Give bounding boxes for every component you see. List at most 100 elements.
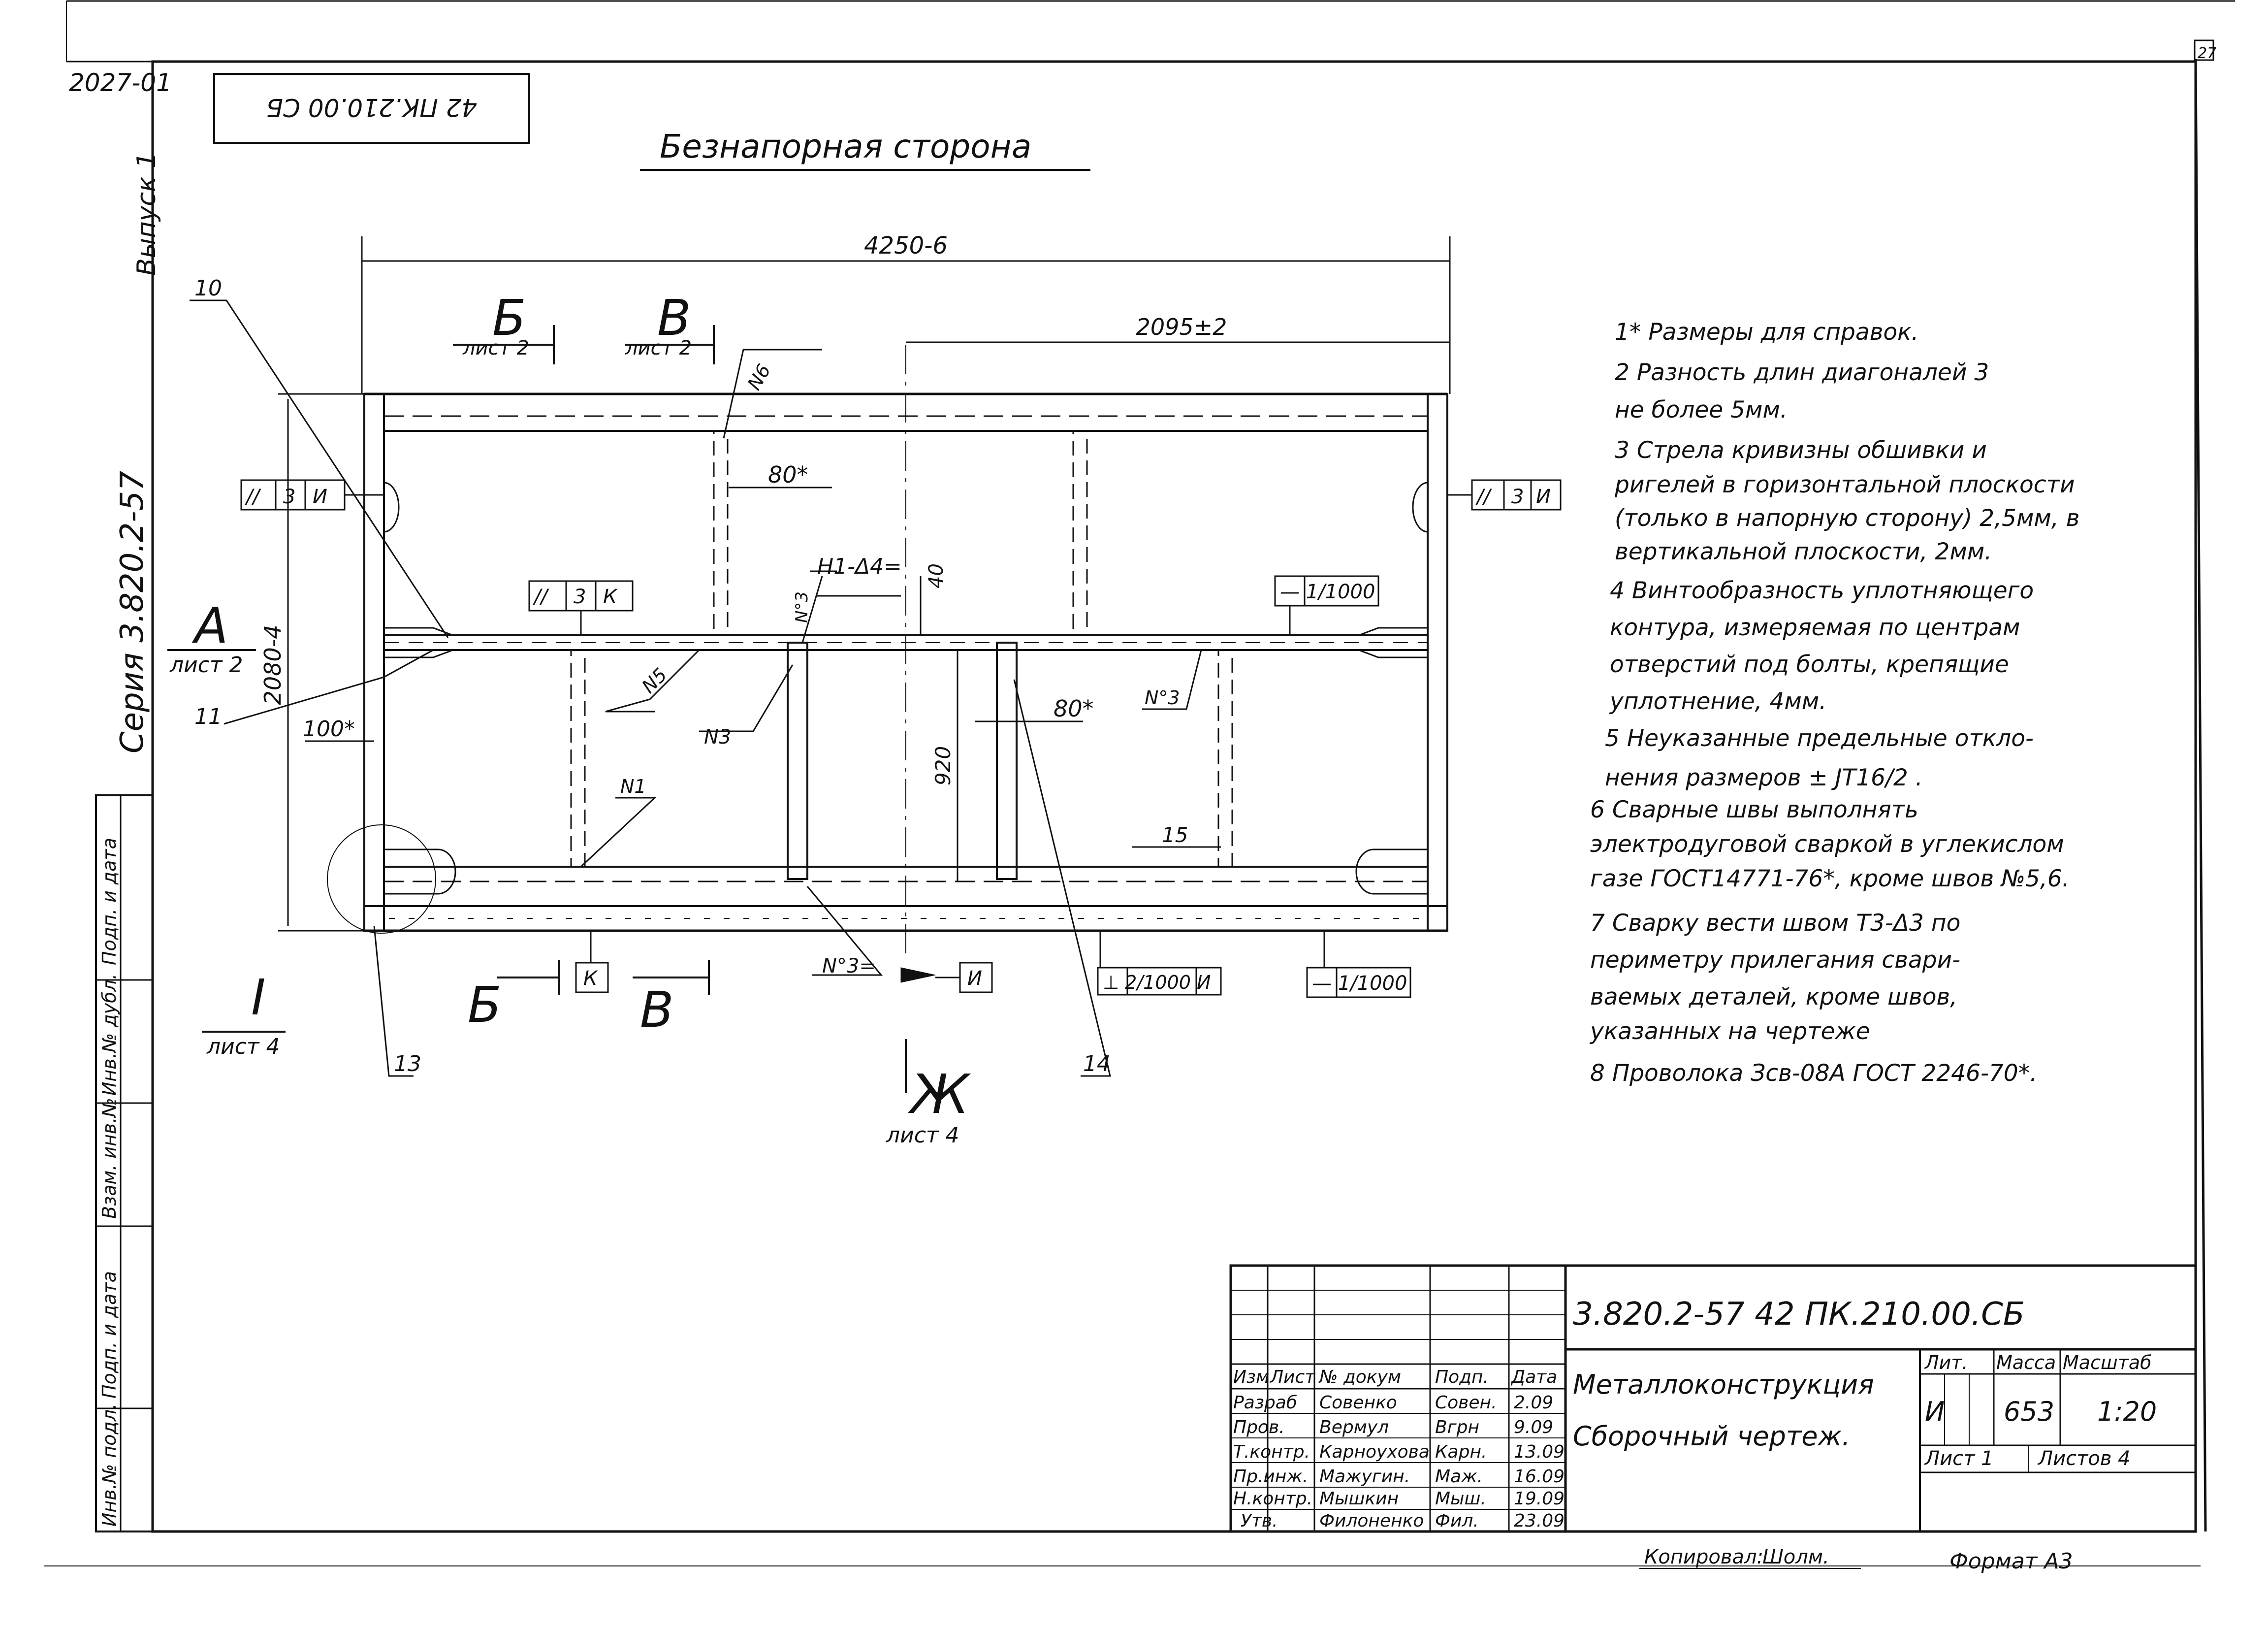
section-V-top: В xyxy=(657,289,691,347)
note-line: контура, измеряемая по центрам xyxy=(1610,614,2020,641)
tb-name: Вермул xyxy=(1319,1417,1389,1437)
pos-14: 14 xyxy=(1083,1051,1111,1076)
note-line: 2 Разность длин диагоналей 3 xyxy=(1615,359,1989,386)
leader-n3c: N°3 xyxy=(1145,687,1180,709)
detail-I-mark: I xyxy=(251,969,266,1026)
note-line: нения размеров ± JT16/2 . xyxy=(1605,764,1923,791)
note-line: вертикальной плоскости, 2мм. xyxy=(1615,538,1992,565)
tb-mass-label: Масса xyxy=(1996,1352,2056,1373)
pos-11: 11 xyxy=(194,704,222,729)
dim-80-top: 80* xyxy=(768,461,808,488)
tb-sign: Мыш. xyxy=(1435,1489,1486,1509)
tb-sheet: Лист 1 xyxy=(1924,1447,1994,1470)
stamp-sign-date-1: Подп. и дата xyxy=(98,838,120,965)
view-Zh-sheet: лист 4 xyxy=(886,1123,959,1148)
tol-datum: И xyxy=(1536,486,1551,508)
stamp-dup-inv: Инв.№ дубл. xyxy=(98,974,120,1096)
tolerance-perp-bottom: ⊥ 2/1000 И xyxy=(1097,931,1222,996)
tolerance-straight-top: — 1/1000 xyxy=(1274,575,1379,635)
note-line: газе ГОСТ14771-76*, кроме швов №5,6. xyxy=(1590,865,2070,892)
tb-h-doc: № докум xyxy=(1318,1367,1401,1387)
note-line: отверстий под болты, крепящие xyxy=(1610,651,2009,678)
note-line: 3 Стрела кривизны обшивки и xyxy=(1615,437,1987,464)
frame-structure xyxy=(327,345,1448,960)
dim-overall-width: 4250-6 xyxy=(864,232,948,260)
stamp-orig-inv: Инв.№ подл. xyxy=(98,1403,120,1527)
tb-name: Мышкин xyxy=(1319,1489,1399,1509)
note-line: 7 Сварку вести швом Т3-Δ3 по xyxy=(1590,910,1960,937)
tb-sheets: Листов 4 xyxy=(2037,1447,2131,1470)
section-A-sheet: лист 2 xyxy=(169,652,243,678)
section-V-top-sheet: лист 2 xyxy=(625,337,692,359)
tb-h-list: Лист xyxy=(1269,1367,1315,1387)
note-line: 4 Винтообразность уплотняющего xyxy=(1610,577,2034,604)
issue-label: Выпуск 1 xyxy=(132,152,161,276)
leader-n3b: N°3 xyxy=(792,591,812,623)
tb-h-izm: Изм xyxy=(1233,1367,1269,1387)
section-marks xyxy=(167,325,907,1093)
tb-sign: Вгрн xyxy=(1435,1417,1479,1437)
tolerance-left-pos: // 3 И xyxy=(240,479,384,511)
section-V-bottom: В xyxy=(640,981,674,1039)
tolerance-mid-par: // 3 К xyxy=(528,580,634,635)
tb-role: Утв. xyxy=(1241,1511,1278,1531)
tb-sign: Фил. xyxy=(1435,1511,1479,1531)
leader-n3d: N°3= xyxy=(822,955,876,977)
note-line: не более 5мм. xyxy=(1615,396,1788,424)
tb-role: Разраб xyxy=(1233,1393,1297,1413)
tb-date: 13.09 xyxy=(1514,1442,1565,1462)
leader-n6: N6 xyxy=(743,360,775,394)
dim-80-mid: 80* xyxy=(1054,695,1094,722)
note-line: уплотнение, 4мм. xyxy=(1609,688,1826,715)
tb-date: 2.09 xyxy=(1514,1393,1553,1413)
dim-15: 15 xyxy=(1162,823,1188,847)
datum-K: К xyxy=(575,931,609,993)
tolerance-straight-bottom: — 1/1000 xyxy=(1306,931,1411,998)
tb-date: 16.09 xyxy=(1514,1466,1565,1487)
section-A: А xyxy=(192,597,228,654)
tb-scale-value: 1:20 xyxy=(2097,1396,2157,1427)
note-line: 1* Размеры для справок. xyxy=(1615,319,1918,346)
tb-date: 19.09 xyxy=(1514,1489,1565,1509)
note-line: 5 Неуказанные предельные откло- xyxy=(1605,725,2034,752)
tb-date: 9.09 xyxy=(1514,1417,1553,1437)
leader-n3a: N3 xyxy=(704,726,731,749)
corner-sheet-number: 27 xyxy=(2198,45,2216,62)
tol-datum: К xyxy=(603,586,618,608)
tol-value: 3 xyxy=(1511,486,1524,508)
tb-sign: Карн. xyxy=(1435,1442,1487,1462)
dim-40: 40 xyxy=(925,563,948,588)
dim-100: 100* xyxy=(303,717,355,742)
tb-role: Т.контр. xyxy=(1233,1442,1310,1462)
section-B-top: Б xyxy=(492,289,526,347)
tb-lit-value: И xyxy=(1925,1396,1945,1427)
left-stamp-column: Подп. и дата Инв.№ дубл. Взам. инв.№ Под… xyxy=(95,794,154,1532)
note-line: ригелей в горизонтальной плоскости xyxy=(1614,471,2075,498)
section-B-bottom: Б xyxy=(468,976,502,1034)
tb-name: Филоненко xyxy=(1319,1511,1424,1531)
tb-role: Н.контр. xyxy=(1233,1489,1312,1509)
tol-value: 3 xyxy=(283,486,295,508)
title-block: 3.820.2-57 42 ПК.210.00.СБ Металлоконстр… xyxy=(1229,1264,2197,1533)
mirrored-code-box: 42 ПК.210.00 СБ xyxy=(213,73,530,144)
tb-date: 23.09 xyxy=(1514,1511,1565,1531)
mirrored-code: 42 ПК.210.00 СБ xyxy=(266,93,478,122)
leader-n5: N5 xyxy=(638,664,671,697)
tol-datum: И xyxy=(313,486,327,508)
tol-text: — 1/1000 xyxy=(1312,972,1407,995)
tb-mass-value: 653 xyxy=(2004,1396,2054,1427)
corner-code: 2027-01 xyxy=(69,68,172,97)
tb-name-2: Сборочный чертеж. xyxy=(1573,1421,1850,1452)
section-B-top-sheet: лист 2 xyxy=(462,337,529,359)
tb-scale-label: Масштаб xyxy=(2063,1352,2152,1373)
tb-h-date: Дата xyxy=(1510,1367,1557,1387)
tb-name: Мажугин. xyxy=(1319,1466,1410,1487)
weld-symbol xyxy=(900,967,936,983)
dim-920: 920 xyxy=(931,746,955,785)
pos-10: 10 xyxy=(194,276,222,301)
tb-name-1: Металлоконструкция xyxy=(1573,1369,1874,1400)
copied-sign: Шолм. xyxy=(1762,1546,1829,1568)
stamp-repl-inv: Взам. инв.№ xyxy=(98,1098,120,1219)
technical-notes: 1* Размеры для справок. 2 Разность длин … xyxy=(1589,319,2079,1087)
